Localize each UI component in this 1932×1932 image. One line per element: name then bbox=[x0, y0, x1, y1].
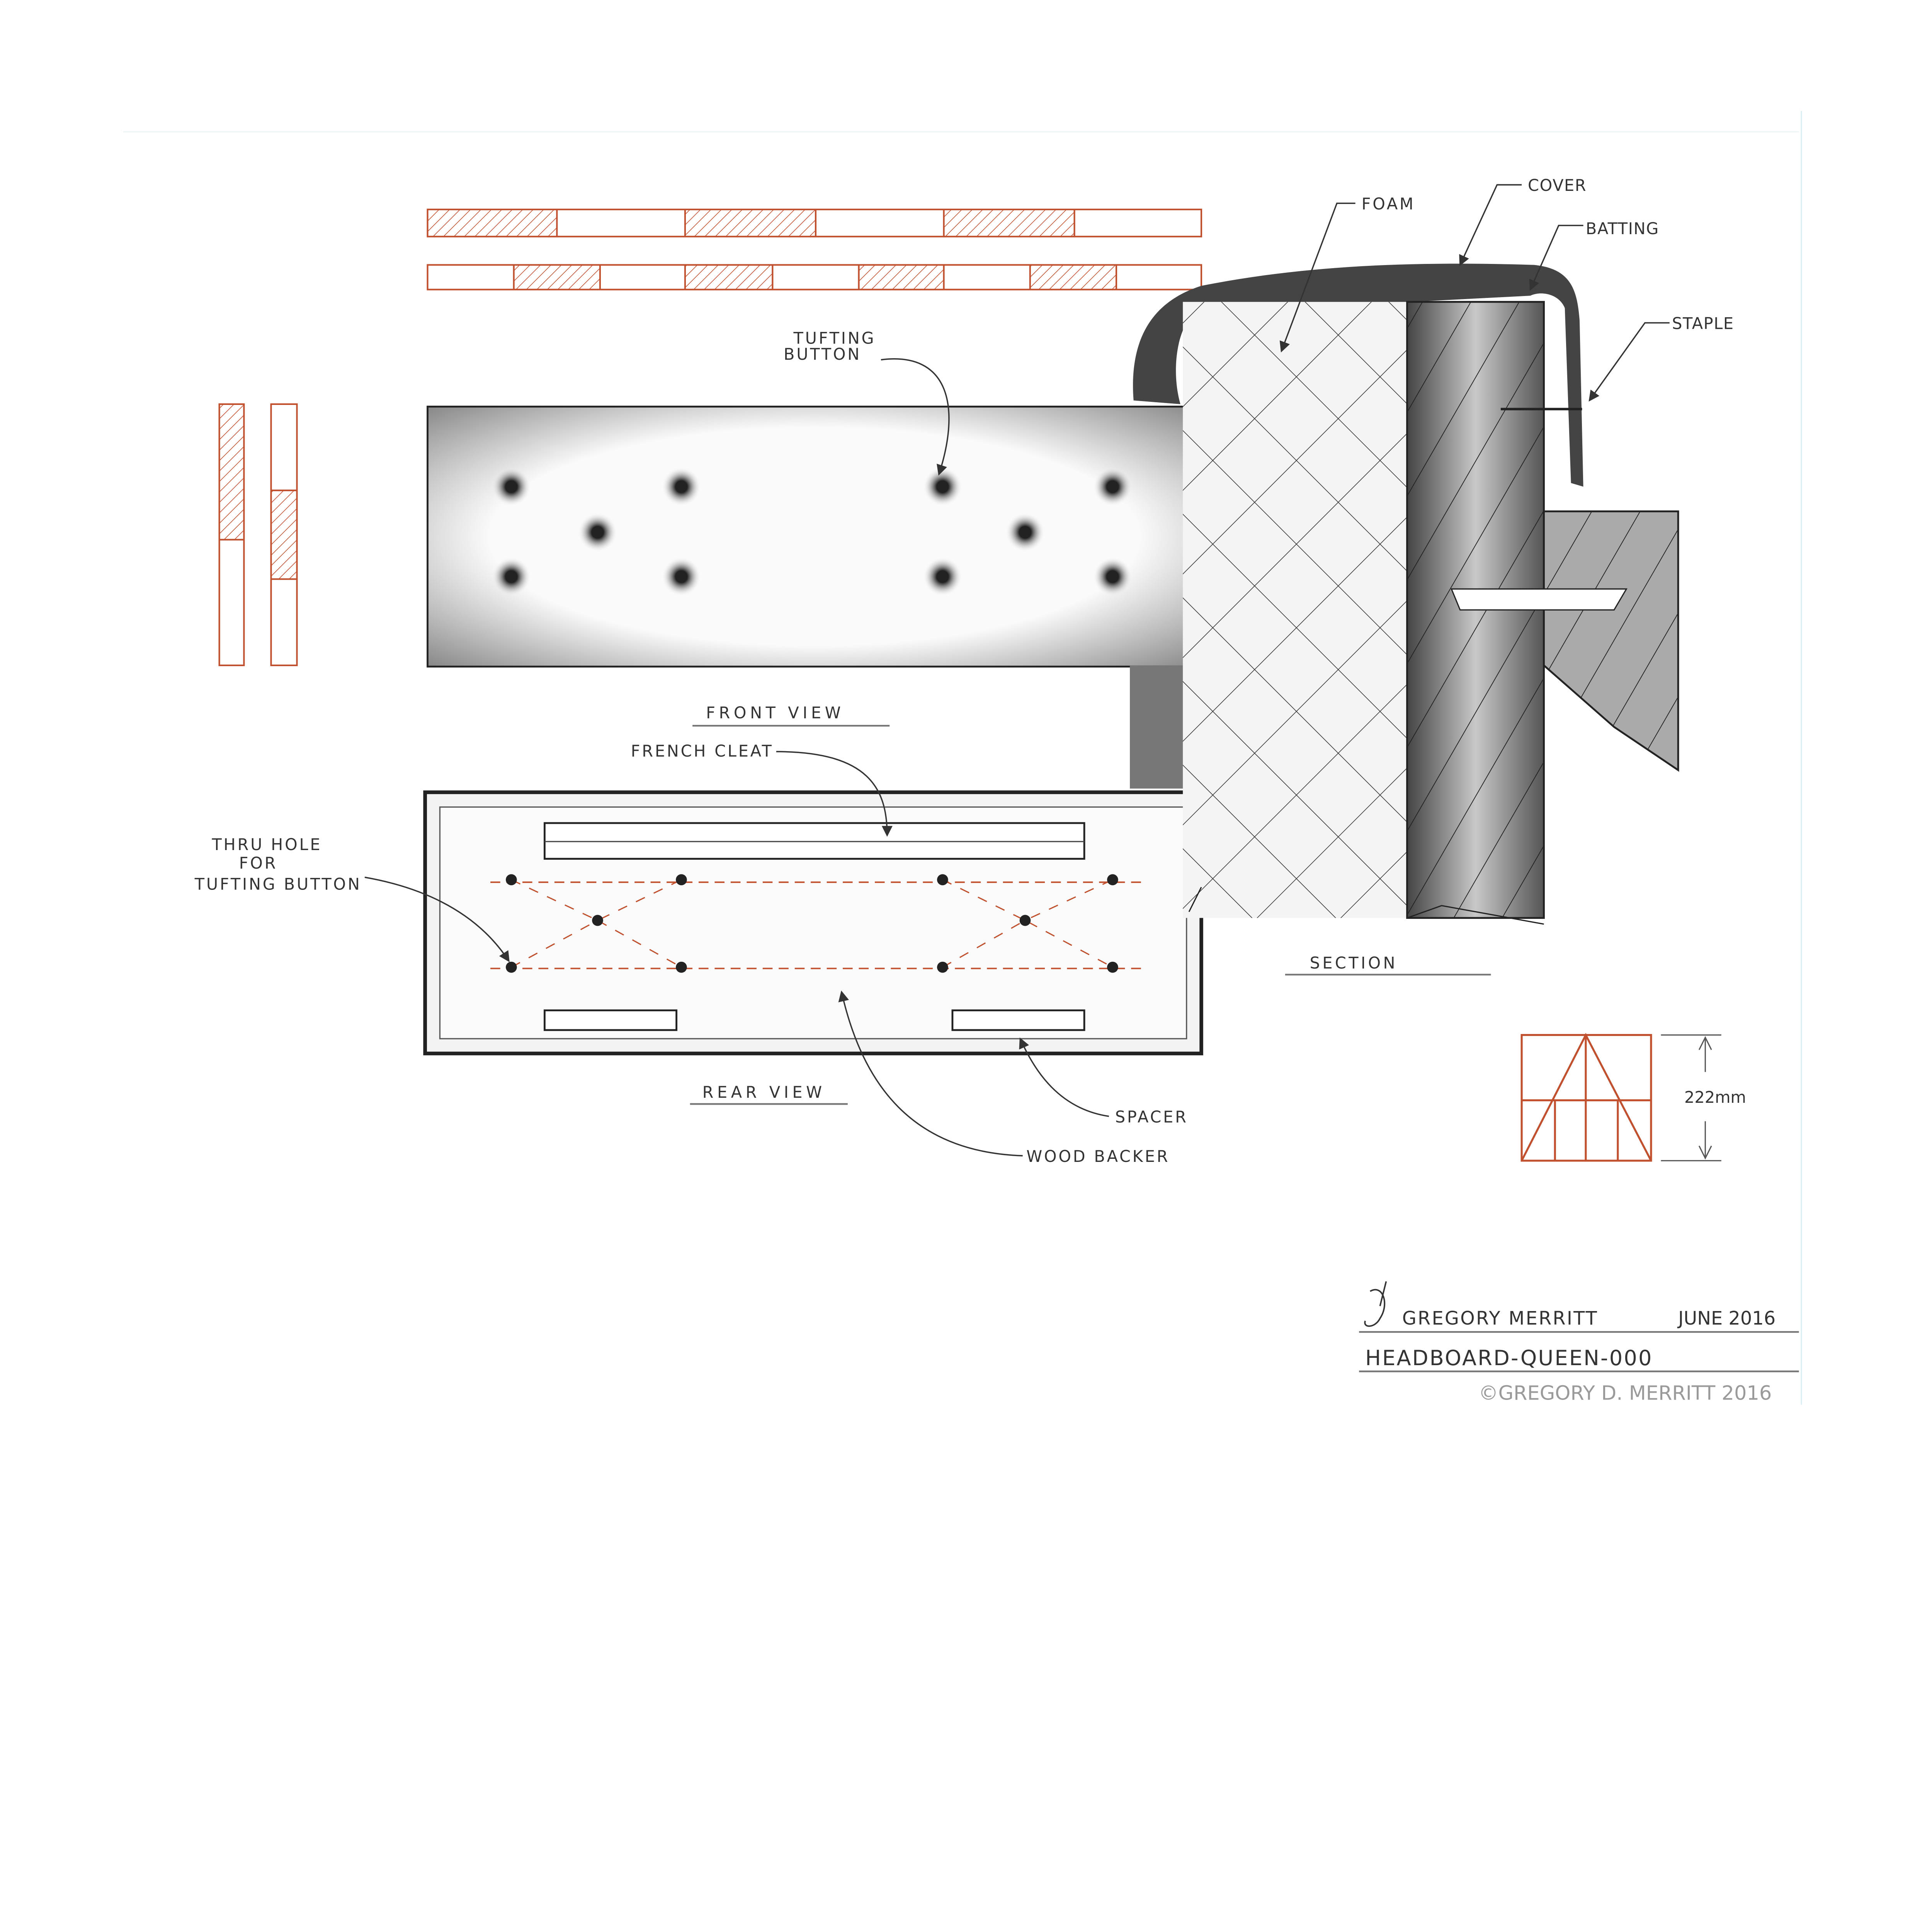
tufting-button-label-1: TUFTING bbox=[793, 329, 876, 348]
vertical-strip-left bbox=[218, 403, 245, 667]
signature-logo bbox=[1364, 1281, 1387, 1327]
tufting-button bbox=[1005, 512, 1045, 552]
tufting-button bbox=[492, 557, 531, 597]
thru-hole bbox=[1107, 961, 1118, 973]
thru-hole-label-1: THRU HOLE bbox=[211, 835, 322, 854]
section-view bbox=[1130, 264, 1679, 925]
wall-post bbox=[1130, 665, 1189, 789]
proportion-diagram bbox=[1520, 1032, 1652, 1162]
horizontal-strip-top bbox=[427, 209, 1202, 238]
spacer-label: SPACER bbox=[1115, 1108, 1188, 1126]
tufting-button bbox=[923, 557, 963, 597]
technical-drawing: TUFTING BUTTON FRONT VIEW FRENCH CLEAT T… bbox=[123, 111, 1802, 1405]
thru-hole bbox=[676, 961, 687, 973]
thru-hole bbox=[505, 874, 517, 886]
thru-hole bbox=[937, 874, 948, 886]
thru-hole bbox=[505, 961, 517, 973]
spacer-left bbox=[544, 1009, 678, 1031]
vertical-strip-right bbox=[270, 403, 298, 667]
tufting-button bbox=[1093, 467, 1133, 507]
thru-hole bbox=[1107, 874, 1118, 886]
thru-hole-label-2: FOR bbox=[239, 854, 278, 872]
tufting-button bbox=[662, 557, 701, 597]
dimension-line bbox=[1661, 1034, 1721, 1162]
section-title: SECTION bbox=[1310, 954, 1398, 972]
thru-hole bbox=[937, 961, 948, 973]
thru-hole-label-3: TUFTING BUTTON bbox=[194, 875, 362, 893]
spacer-leader bbox=[1019, 1037, 1109, 1117]
french-cleat bbox=[544, 822, 1085, 860]
staple-label: STAPLE bbox=[1672, 314, 1734, 333]
thru-hole bbox=[592, 915, 603, 926]
copyright-notice: ©GREGORY D. MERRITT 2016 bbox=[1479, 1382, 1772, 1405]
tufting-button bbox=[662, 467, 701, 507]
tufting-button bbox=[578, 512, 617, 552]
thru-hole bbox=[1019, 915, 1031, 926]
front-view-panel bbox=[427, 405, 1202, 668]
french-cleat-label: FRENCH CLEAT bbox=[631, 742, 774, 760]
tufting-button bbox=[1093, 557, 1133, 597]
foam-label: FOAM bbox=[1362, 195, 1415, 213]
wood-backer-label: WOOD BACKER bbox=[1026, 1147, 1170, 1166]
staple-leader bbox=[1588, 322, 1670, 402]
rear-view-title: REAR VIEW bbox=[702, 1083, 826, 1102]
tufting-button-leader bbox=[881, 358, 950, 476]
author-name: GREGORY MERRITT bbox=[1402, 1308, 1598, 1329]
spacer-right bbox=[951, 1009, 1085, 1031]
tufting-button bbox=[923, 467, 963, 507]
thru-hole bbox=[676, 874, 687, 886]
rear-view-panel bbox=[423, 790, 1203, 1056]
front-view-title: FRONT VIEW bbox=[706, 704, 844, 722]
title-block: GREGORY MERRITT JUNE 2016 HEADBOARD-QUEE… bbox=[1359, 1281, 1799, 1405]
french-cleat-leader bbox=[776, 751, 893, 837]
horizontal-strip-bottom bbox=[427, 264, 1202, 291]
sheet-border bbox=[123, 111, 1802, 1405]
batting-leader bbox=[1529, 224, 1583, 291]
batting-label: BATTING bbox=[1586, 219, 1659, 238]
drawing-date: JUNE 2016 bbox=[1677, 1308, 1776, 1329]
cover-leader bbox=[1459, 184, 1522, 266]
drawing-title: HEADBOARD-QUEEN-000 bbox=[1365, 1346, 1653, 1370]
tufting-button bbox=[492, 467, 531, 507]
cover-label: COVER bbox=[1528, 176, 1587, 195]
thru-hole-leader bbox=[364, 876, 510, 963]
tufting-button-label-2: BUTTON bbox=[784, 345, 861, 364]
dimension-label: 222mm bbox=[1684, 1088, 1746, 1107]
wood-backer-leader bbox=[838, 990, 1023, 1156]
foam-leader bbox=[1279, 202, 1355, 353]
